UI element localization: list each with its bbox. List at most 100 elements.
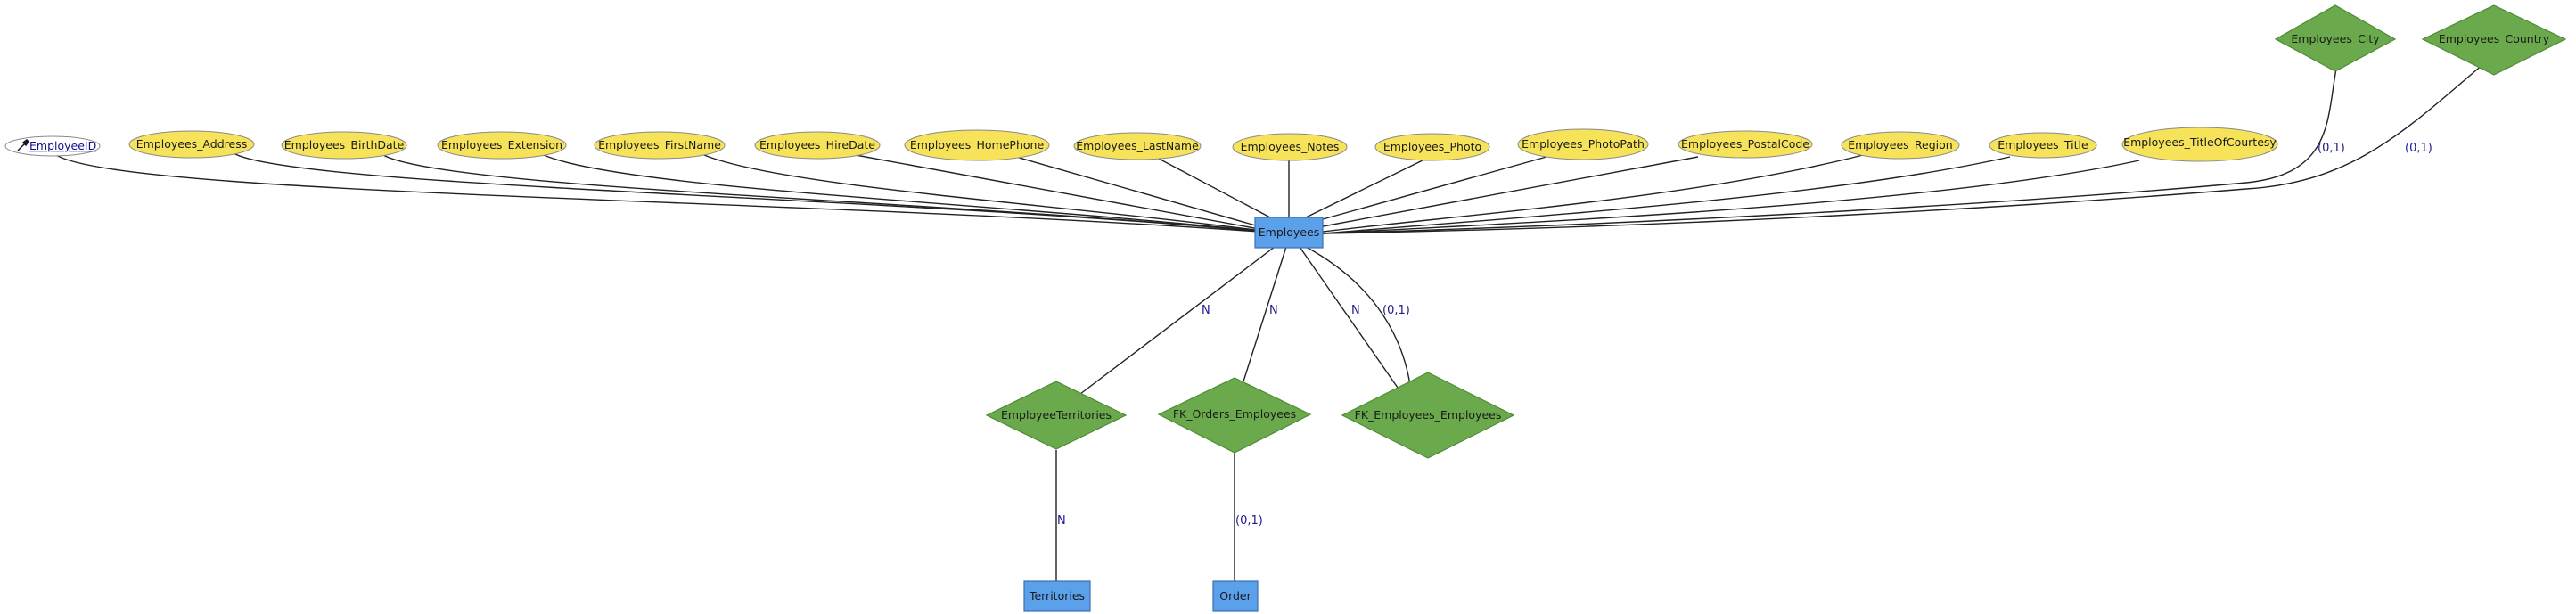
attribute-shape [2121,127,2278,162]
edges [53,63,2484,581]
attribute-shape [1073,132,1202,160]
attribute-shape [437,131,567,160]
edge-lastname [1158,158,1271,218]
relationship-label: Employees_Country [2439,32,2550,45]
relationship-employees-city[interactable]: Employees_City [2274,4,2397,72]
attribute-shape [1678,130,1813,159]
relationship-shape [2421,4,2567,76]
edge-country [1322,63,2484,234]
entity-territories[interactable]: Territories [1023,580,1091,612]
edge-title [1322,156,2011,234]
cardinality-labels: (0,1) (0,1) N N N (0,1) N (0,1) [1057,142,2432,528]
edge-homephone [1015,156,1284,234]
attribute-homephone[interactable]: Employees_HomePhone [904,129,1050,161]
attribute-shape [1374,133,1490,161]
attribute-shape [594,131,726,160]
entity-shape [1212,580,1259,612]
cardinality-self-01: (0,1) [1382,304,1410,317]
attribute-firstname[interactable]: Employees_FirstName [594,131,726,160]
entity-label: Employees [1259,225,1319,239]
attribute-label: Employees_Title [1998,138,2088,151]
entity-employees[interactable]: Employees [1254,217,1324,249]
edge-extension [543,154,1284,234]
edge-employeeid [53,152,1284,234]
attribute-label: Employees_Notes [1241,140,1340,153]
key-attribute-label: EmployeeID [29,139,96,152]
edge-birthdate [382,154,1284,234]
relationship-shape [1157,377,1312,454]
edge-postalcode [1322,156,1699,227]
cardinality-orders-lower: (0,1) [1235,514,1263,528]
attribute-label: Employees_BirthDate [284,138,405,151]
attribute-label: Employees_Region [1848,138,1952,151]
edge-photo [1305,158,1427,218]
edge-self-n [1299,246,1405,397]
attribute-label: Employees_Address [136,137,247,151]
attribute-address[interactable]: Employees_Address [128,130,255,159]
edge-firstname [703,154,1284,234]
relationship-fk-employees-employees[interactable]: FK_Employees_Employees [1341,372,1515,459]
attribute-label: Employees_HomePhone [910,138,1045,151]
relationship-label: Employees_City [2291,32,2380,45]
key-attribute-employeeid[interactable]: EmployeeID [4,135,101,157]
entity-order[interactable]: Order [1212,580,1259,612]
cardinality-orders-upper: N [1269,304,1278,317]
relationship-label: FK_Orders_Employees [1173,407,1296,421]
edge-address [233,152,1284,234]
attribute-hiredate[interactable]: Employees_HireDate [754,131,881,160]
attribute-birthdate[interactable]: Employees_BirthDate [281,131,407,160]
key-icon [17,139,29,151]
attribute-lastname[interactable]: Employees_LastName [1073,132,1202,160]
attribute-shape [904,129,1050,161]
cardinality-territories-upper: N [1202,304,1210,317]
attribute-extension[interactable]: Employees_Extension [437,131,567,160]
cardinality-country: (0,1) [2405,142,2432,155]
relationship-shape [2274,4,2397,72]
attribute-label: Employees_PhotoPath [1522,137,1645,151]
attribute-label: Employees_PostalCode [1681,137,1809,151]
attribute-shape [1517,128,1649,160]
attribute-shape [1232,133,1348,161]
relationship-label: EmployeeTerritories [1001,408,1112,422]
cardinality-territories-lower: N [1057,514,1066,528]
attribute-label: Employees_HireDate [759,138,875,151]
attribute-photo[interactable]: Employees_Photo [1374,133,1490,161]
relationship-label: FK_Employees_Employees [1355,408,1502,422]
attribute-title[interactable]: Employees_Title [1989,132,2097,159]
attribute-shape [281,131,407,160]
attribute-titleofcourtesy[interactable]: Employees_TitleOfCourtesy [2121,127,2278,162]
relationship-employee-territories[interactable]: EmployeeTerritories [985,381,1128,450]
attribute-shape [1841,131,1960,160]
cardinality-city: (0,1) [2318,142,2345,155]
attribute-label: Employees_Photo [1383,140,1481,153]
attribute-shape [128,130,255,159]
attribute-shape [1989,132,2097,159]
edge-territories-rel [1079,246,1276,395]
relationship-shape [1341,372,1515,459]
relationship-shape [985,381,1128,450]
attribute-label: Employees_TitleOfCourtesy [2123,135,2277,149]
cardinality-self-n: N [1351,304,1360,317]
edge-city [1322,63,2338,234]
edge-hiredate [855,154,1284,234]
attribute-label: Employees_Extension [441,138,562,151]
edge-photopath [1322,156,1547,220]
attribute-notes[interactable]: Employees_Notes [1232,133,1348,161]
edge-titleofcourtesy [1322,160,2140,234]
entity-shape [1023,580,1091,612]
relationship-fk-orders-employees[interactable]: FK_Orders_Employees [1157,377,1312,454]
attribute-label: Employees_FirstName [598,138,721,151]
attribute-postalcode[interactable]: Employees_PostalCode [1678,130,1813,159]
edge-orders-rel [1243,246,1287,382]
edge-self-01 [1305,246,1411,386]
attribute-region[interactable]: Employees_Region [1841,131,1960,160]
edge-region [1322,154,1864,233]
entity-shape [1254,217,1324,249]
relationship-employees-country[interactable]: Employees_Country [2421,4,2567,76]
attribute-photopath[interactable]: Employees_PhotoPath [1517,128,1649,160]
attribute-shape [754,131,881,160]
entity-label: Territories [1029,589,1085,602]
attribute-label: Employees_LastName [1076,139,1199,152]
entity-label: Order [1219,589,1251,602]
